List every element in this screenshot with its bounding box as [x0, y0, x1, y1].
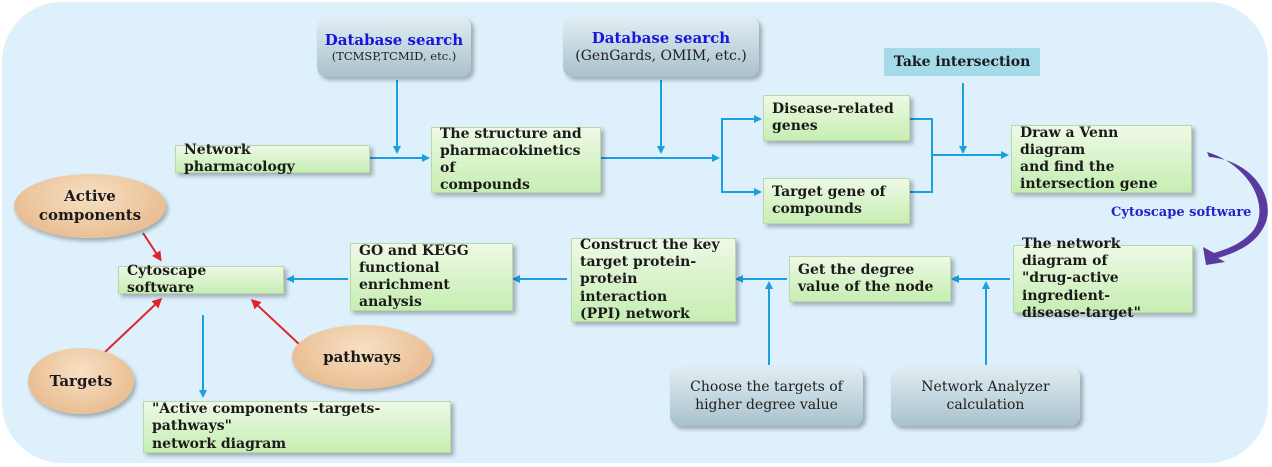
network-diagram-box: The network diagram of "drug-active ingr…: [1013, 236, 1193, 321]
target-gene-box: Target gene of compounds: [763, 178, 910, 224]
take-intersection-label: Take intersection: [884, 48, 1040, 76]
cytoscape-software-label: Cytoscape software: [1111, 205, 1252, 220]
connector-disease-merge: [910, 118, 933, 155]
targets-ellipse: Targets: [28, 348, 134, 414]
disease-related-genes-box: Disease-related genes: [763, 95, 910, 141]
db1-title: Database search: [324, 30, 464, 49]
pathways-ellipse: pathways: [292, 325, 432, 389]
connector-target-merge: [910, 155, 933, 193]
cytoscape-software-box: Cytoscape software: [118, 263, 284, 296]
db2-title: Database search: [591, 29, 731, 48]
go-kegg-box: GO and KEGG functional enrichment analys…: [350, 243, 513, 311]
final-network-diagram-box: "Active components -targets-pathways" ne…: [143, 401, 451, 453]
arrow-split-to-target: [721, 158, 762, 196]
active-components-ellipse: Active components: [14, 174, 166, 238]
curved-arrow-cytoscape: [1203, 152, 1268, 265]
db1-sources: (TCMSP,TCMID, etc.): [331, 49, 457, 64]
db2-sources: (GenGards, OMIM, etc.): [575, 47, 747, 64]
network-pharmacology-box: Network pharmacology: [175, 142, 370, 175]
structure-pharmacokinetics-box: The structure and pharmacokinetics of co…: [431, 126, 601, 193]
database-search-tcmsp: Database search (TCMSP,TCMID, etc.): [317, 17, 471, 77]
arrow-active-to-cytoscape: [142, 232, 162, 262]
network-analyzer-box: Network Analyzer calculation: [891, 367, 1080, 426]
arrow-split-to-disease: [721, 115, 762, 158]
venn-diagram-box: Draw a Venn diagram and find the interse…: [1011, 125, 1192, 193]
arrow-pathways-to-cytoscape: [250, 298, 301, 346]
arrow-targets-to-cytoscape: [103, 297, 163, 354]
database-search-genecards: Database search (GenGards, OMIM, etc.): [563, 17, 759, 77]
network-analyzer-text: Network Analyzer calculation: [921, 379, 1050, 413]
degree-value-box: Get the degree value of the node: [789, 256, 951, 302]
choose-targets-box: Choose the targets of higher degree valu…: [670, 367, 863, 426]
ppi-network-box: Construct the key target protein- protei…: [571, 237, 736, 322]
choose-targets-text: Choose the targets of higher degree valu…: [690, 379, 843, 413]
